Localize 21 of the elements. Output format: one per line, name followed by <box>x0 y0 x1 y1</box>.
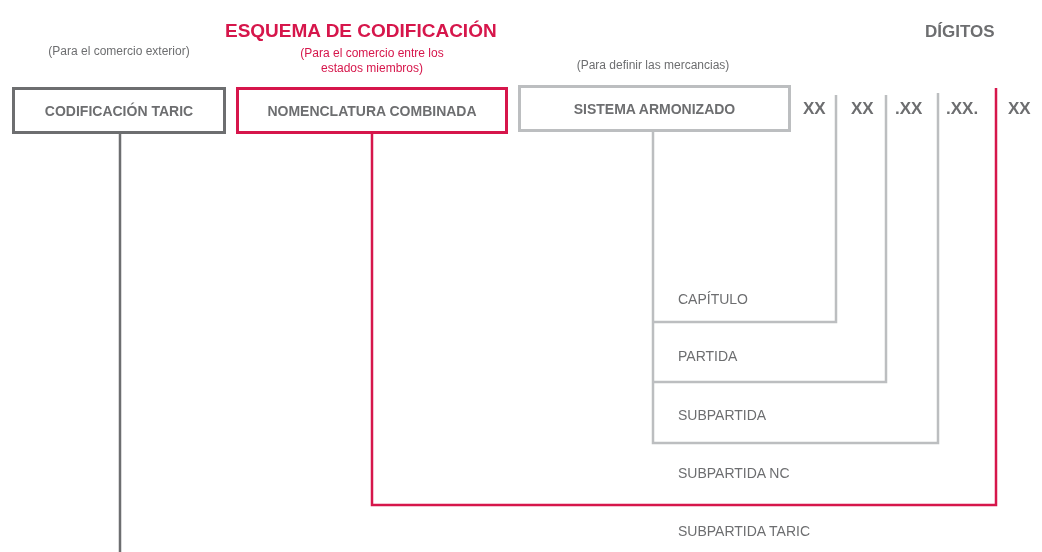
level-label: SUBPARTIDA <box>678 407 767 423</box>
level-label: CAPÍTULO <box>678 291 748 307</box>
box-label: NOMENCLATURA COMBINADA <box>267 102 477 119</box>
digit-pair: .XX <box>895 99 923 119</box>
box-caption: (Para el comercio exterior) <box>47 44 191 59</box>
level-label: SUBPARTIDA NC <box>678 465 790 481</box>
level-label: PARTIDA <box>678 348 738 364</box>
digit-pair: XX <box>803 99 826 119</box>
column-heading: DÍGITOS <box>925 22 995 42</box>
box-label: SISTEMA ARMONIZADO <box>573 100 736 117</box>
category-box <box>518 85 791 132</box>
box-caption: (Para el comercio entre los estados miembros) <box>299 46 445 76</box>
level-label: SUBPARTIDA TARIC <box>678 523 810 539</box>
category-box <box>236 87 508 134</box>
digit-pair: .XX. <box>946 99 979 119</box>
digit-pair: XX <box>1008 99 1031 119</box>
diagram-title: ESQUEMA DE CODIFICACIÓN <box>225 20 497 42</box>
digit-pair: XX <box>851 99 874 119</box>
box-caption: (Para definir las mercancias) <box>575 58 731 73</box>
category-box <box>12 87 226 134</box>
box-label: CODIFICACIÓN TARIC <box>44 102 194 119</box>
